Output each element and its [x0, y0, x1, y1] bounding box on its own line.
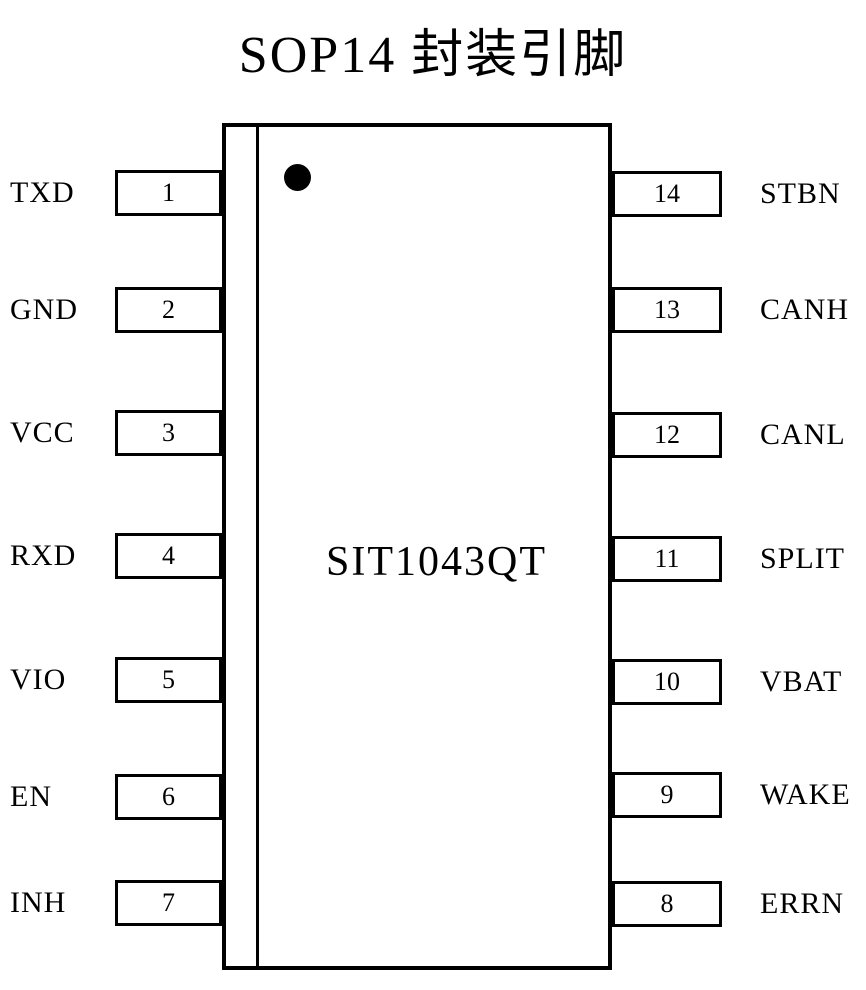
- pin-row-7: INH 7: [8, 880, 222, 926]
- pin-row-8: 8 ERRN: [612, 881, 866, 927]
- pin-row-10: 10 VBAT: [612, 659, 866, 705]
- pin-row-2: GND 2: [8, 287, 222, 333]
- pin-label-en: EN: [10, 780, 52, 813]
- pin-label-canl: CANL: [760, 418, 846, 451]
- pin-row-14: 14 STBN: [612, 171, 866, 217]
- pin-box-9: 9: [612, 772, 722, 818]
- pin-label-rxd: RXD: [10, 539, 77, 572]
- pin-number: 10: [654, 667, 680, 696]
- pin-row-9: 9 WAKE: [612, 772, 866, 818]
- pin-row-11: 11 SPLIT: [612, 536, 866, 582]
- pin-number: 14: [654, 179, 680, 208]
- pin-box-12: 12: [612, 412, 722, 458]
- pin-row-1: TXD 1: [8, 170, 222, 216]
- pin-box-13: 13: [612, 287, 722, 333]
- pin-label-inh: INH: [10, 886, 67, 919]
- pin-number: 7: [162, 888, 175, 917]
- pin-box-2: 2: [115, 287, 222, 333]
- pin-row-12: 12 CANL: [612, 412, 866, 458]
- pin-box-10: 10: [612, 659, 722, 705]
- pin-row-5: VIO 5: [8, 657, 222, 703]
- pin-label-txd: TXD: [10, 176, 75, 209]
- pin-label-vio: VIO: [10, 663, 67, 696]
- pin-label-gnd: GND: [10, 293, 78, 326]
- pin-number: 11: [654, 544, 680, 573]
- pin-number: 4: [162, 541, 175, 570]
- pin-label-errn: ERRN: [760, 887, 845, 920]
- pin-label-vbat: VBAT: [760, 665, 843, 698]
- chip-name: SIT1043QT: [326, 539, 547, 585]
- pin-number: 9: [660, 780, 674, 809]
- pin-row-6: EN 6: [8, 774, 222, 820]
- pin-number: 1: [162, 178, 175, 207]
- pin-label-wake: WAKE: [760, 778, 851, 811]
- pin-label-vcc: VCC: [10, 416, 75, 449]
- pin-box-4: 4: [115, 533, 222, 579]
- pin-box-3: 3: [115, 410, 222, 456]
- pin-label-canh: CANH: [760, 293, 850, 326]
- pin-row-4: RXD 4: [8, 533, 222, 579]
- chip-inner-line: [256, 123, 259, 970]
- pin-row-3: VCC 3: [8, 410, 222, 456]
- pin1-indicator-dot: [284, 164, 311, 191]
- pin-box-7: 7: [115, 880, 222, 926]
- pin-row-13: 13 CANH: [612, 287, 866, 333]
- pin-box-8: 8: [612, 881, 722, 927]
- pin-label-split: SPLIT: [760, 542, 846, 575]
- diagram-title: SOP14 封装引脚: [238, 27, 628, 84]
- pin-number: 5: [162, 665, 175, 694]
- pin-label-stbn: STBN: [760, 177, 841, 210]
- pin-box-6: 6: [115, 774, 222, 820]
- pin-box-11: 11: [612, 536, 722, 582]
- pin-box-14: 14: [612, 171, 722, 217]
- pin-box-1: 1: [115, 170, 222, 216]
- pin-box-5: 5: [115, 657, 222, 703]
- pin-number: 12: [654, 420, 680, 449]
- pin-number: 6: [162, 782, 175, 811]
- pin-number: 8: [660, 889, 674, 918]
- chip-body: [222, 123, 612, 970]
- pin-number: 2: [162, 295, 175, 324]
- pin-number: 13: [654, 295, 680, 324]
- pin-number: 3: [162, 418, 175, 447]
